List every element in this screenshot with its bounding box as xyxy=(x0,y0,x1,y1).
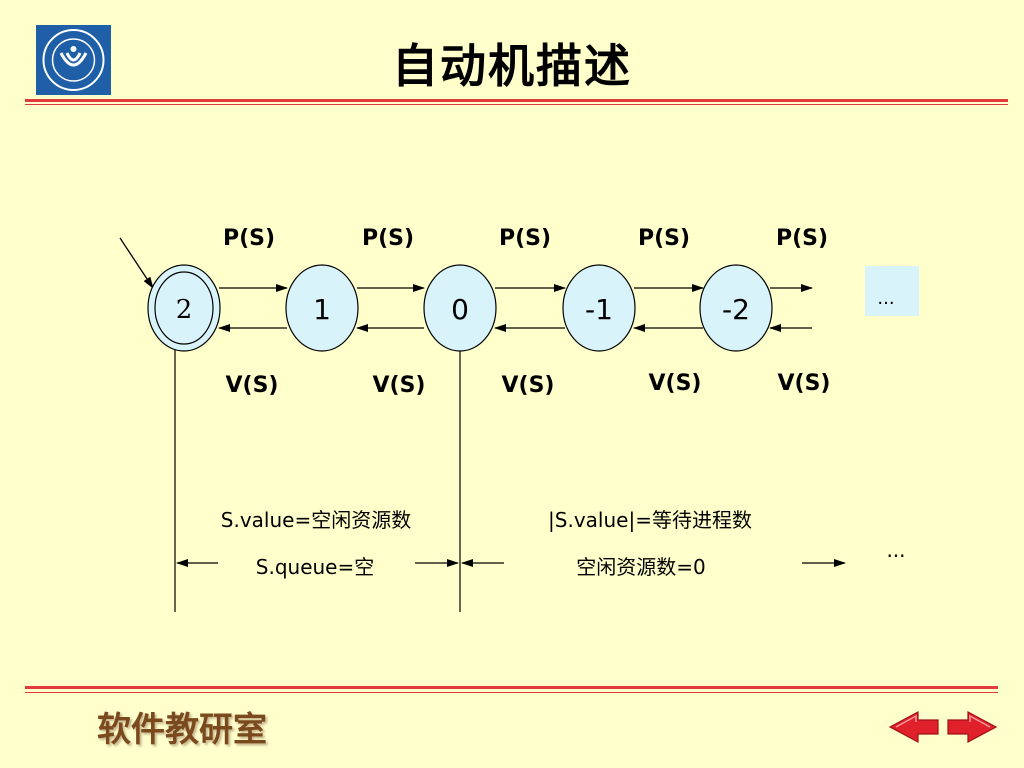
p-label: P(S) xyxy=(362,226,414,251)
initial-arrow xyxy=(119,237,154,289)
p-label: P(S) xyxy=(499,226,551,251)
left-region-line2: S.queue=空 xyxy=(256,555,374,579)
state-label: -1 xyxy=(585,293,613,326)
header-rule-thin xyxy=(25,104,1008,105)
p-label: P(S) xyxy=(223,226,275,251)
right-region-line2: 空闲资源数=0 xyxy=(576,555,705,579)
p-label: P(S) xyxy=(638,226,690,251)
state-circle xyxy=(562,264,636,352)
v-label: V(S) xyxy=(226,373,279,398)
prev-button[interactable] xyxy=(888,710,940,748)
state-label: -2 xyxy=(722,293,750,326)
state-circle xyxy=(285,264,359,352)
v-label: V(S) xyxy=(502,373,555,398)
state-circle xyxy=(423,264,497,352)
ellipsis-box xyxy=(865,266,919,316)
next-arrow-icon xyxy=(947,710,998,744)
state-circle xyxy=(147,264,221,352)
right-region-line1: |S.value|=等待进程数 xyxy=(548,508,752,532)
prev-arrow-icon xyxy=(888,710,939,744)
p-label: P(S) xyxy=(776,226,828,251)
v-label: V(S) xyxy=(649,371,702,396)
left-region-line1: S.value=空闲资源数 xyxy=(221,508,411,532)
state-label: 2 xyxy=(176,295,193,325)
footer-rule-thin xyxy=(25,692,998,693)
state-label: 1 xyxy=(313,293,331,326)
v-label: V(S) xyxy=(373,373,426,398)
footer-label: 软件教研室 xyxy=(97,710,267,750)
header-rule xyxy=(25,99,1008,102)
ellipsis-box-label: ... xyxy=(877,288,894,309)
footer-rule xyxy=(25,686,998,689)
state-circle xyxy=(699,264,773,352)
page-title: 自动机描述 xyxy=(392,39,632,93)
trailing-ellipsis: ... xyxy=(886,538,905,562)
state-circle-inner xyxy=(154,271,214,345)
next-button[interactable] xyxy=(946,710,998,748)
v-label: V(S) xyxy=(778,371,831,396)
state-label: 0 xyxy=(451,293,469,326)
university-logo-icon xyxy=(36,25,111,95)
